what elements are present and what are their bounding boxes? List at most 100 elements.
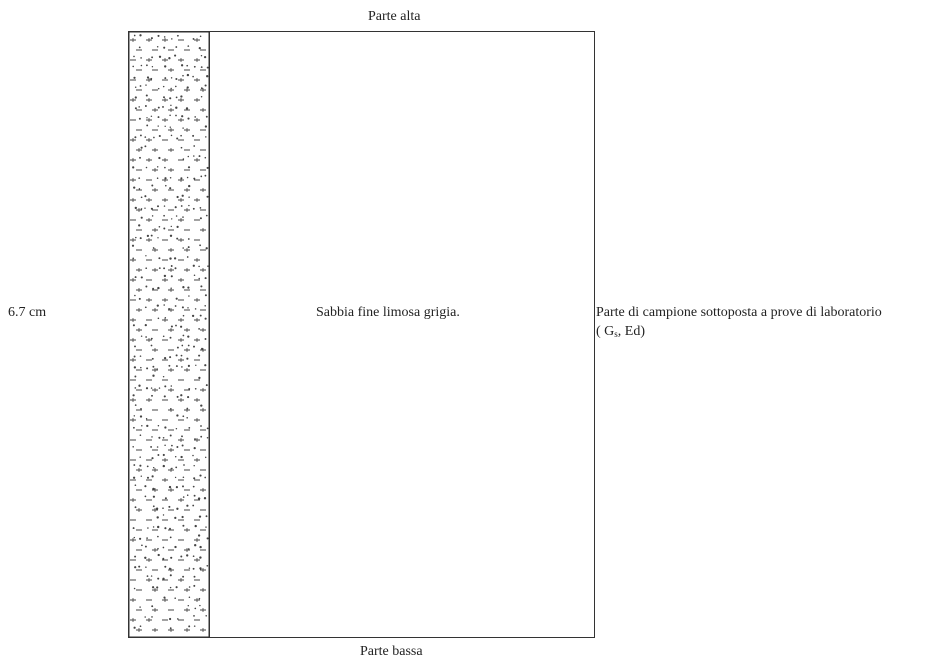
sand-dot xyxy=(193,486,195,488)
sand-dot xyxy=(175,456,176,457)
parameters-suffix: , Ed) xyxy=(618,324,645,339)
sand-dot xyxy=(175,466,177,468)
sand-dot xyxy=(164,205,165,206)
sand-dot xyxy=(186,358,188,360)
sand-dot xyxy=(188,548,190,550)
sand-dot xyxy=(187,256,189,258)
sand-dot xyxy=(170,587,171,588)
sand-dot xyxy=(132,245,134,247)
sand-dot xyxy=(158,125,159,126)
sand-dot xyxy=(139,34,141,36)
sand-dot xyxy=(206,515,208,517)
sand-dot xyxy=(152,66,153,67)
lab-test-parameters: ( Gs, Ed) xyxy=(596,323,645,343)
sand-dot xyxy=(163,215,165,217)
sand-dot xyxy=(171,265,173,267)
sand-dot xyxy=(132,394,134,396)
sand-dot xyxy=(141,196,143,198)
sand-dot xyxy=(194,544,196,546)
sand-dot xyxy=(192,135,194,137)
sand-dot xyxy=(158,318,160,320)
sand-dot xyxy=(200,176,202,178)
lithology-description: Sabbia fine limosa grigia. xyxy=(316,304,460,321)
sand-dot xyxy=(201,87,203,89)
sand-dot xyxy=(187,494,189,496)
sand-dot xyxy=(162,106,164,108)
sand-dot xyxy=(176,298,178,300)
sand-dot xyxy=(177,196,179,198)
sand-dot xyxy=(146,124,148,126)
sand-dot xyxy=(144,485,146,487)
sand-dot xyxy=(182,516,184,518)
sand-dot xyxy=(157,536,159,538)
sand-dot xyxy=(182,415,184,417)
sand-dot xyxy=(198,377,200,379)
sand-dot xyxy=(163,437,165,439)
sand-dot xyxy=(151,345,153,347)
sand-dot xyxy=(188,295,190,297)
sand-dot xyxy=(132,66,134,68)
sand-dot xyxy=(204,305,206,307)
sand-dot xyxy=(183,496,185,498)
sand-dot xyxy=(164,36,166,38)
sand-dot xyxy=(151,436,153,438)
sand-dot xyxy=(175,477,176,478)
sand-dot xyxy=(192,455,194,457)
sand-dot xyxy=(134,537,135,538)
sand-dot xyxy=(180,326,182,328)
sand-dot xyxy=(147,235,149,237)
sand-dot xyxy=(145,336,147,338)
sand-dot xyxy=(135,484,137,486)
sand-dot xyxy=(188,238,190,240)
sand-dot xyxy=(194,576,196,578)
sand-dot xyxy=(174,257,176,259)
sand-dot xyxy=(134,588,136,590)
sand-dot xyxy=(194,625,196,627)
sand-dot xyxy=(132,446,134,448)
sand-dot xyxy=(187,74,189,76)
sand-dot xyxy=(186,65,188,67)
sand-dot xyxy=(163,514,164,515)
sand-dot xyxy=(199,47,201,49)
sand-dot xyxy=(169,257,171,259)
sand-dot xyxy=(162,558,164,560)
sand-dot xyxy=(170,557,172,559)
sand-dot xyxy=(163,86,164,87)
sand-dot xyxy=(170,105,171,106)
sand-dot xyxy=(157,304,159,306)
sand-dot xyxy=(158,425,159,426)
sand-dot xyxy=(146,537,148,539)
sand-dot xyxy=(145,546,147,548)
sand-dot xyxy=(205,277,207,279)
sand-dot xyxy=(145,306,147,308)
sand-dot xyxy=(151,37,153,39)
sand-dot xyxy=(171,135,173,137)
bottom-label: Parte bassa xyxy=(360,643,423,660)
sand-dot xyxy=(169,486,171,488)
sand-dot xyxy=(182,485,184,487)
sand-dot xyxy=(176,365,178,367)
sand-dot xyxy=(170,537,172,539)
sand-dot xyxy=(145,267,147,269)
sand-dot xyxy=(146,367,148,369)
sand-dot xyxy=(164,527,166,529)
sand-dot xyxy=(188,345,190,347)
sand-dot xyxy=(145,84,146,85)
sand-dot xyxy=(144,136,146,138)
sand-dot xyxy=(163,454,165,456)
sand-dot xyxy=(153,247,155,249)
sand-dot xyxy=(200,425,202,427)
sand-dot xyxy=(146,418,147,419)
sand-dot xyxy=(164,357,166,359)
sand-dot xyxy=(146,117,147,118)
sand-dot xyxy=(200,436,202,438)
sand-dot xyxy=(169,187,171,189)
sand-dot xyxy=(152,358,154,360)
sand-dot xyxy=(141,544,143,546)
sand-dot xyxy=(176,354,178,356)
sand-dot xyxy=(188,196,190,198)
sand-dot xyxy=(171,77,172,78)
sand-dot xyxy=(168,57,170,59)
sand-dot xyxy=(189,586,191,588)
sand-dot xyxy=(182,216,184,218)
